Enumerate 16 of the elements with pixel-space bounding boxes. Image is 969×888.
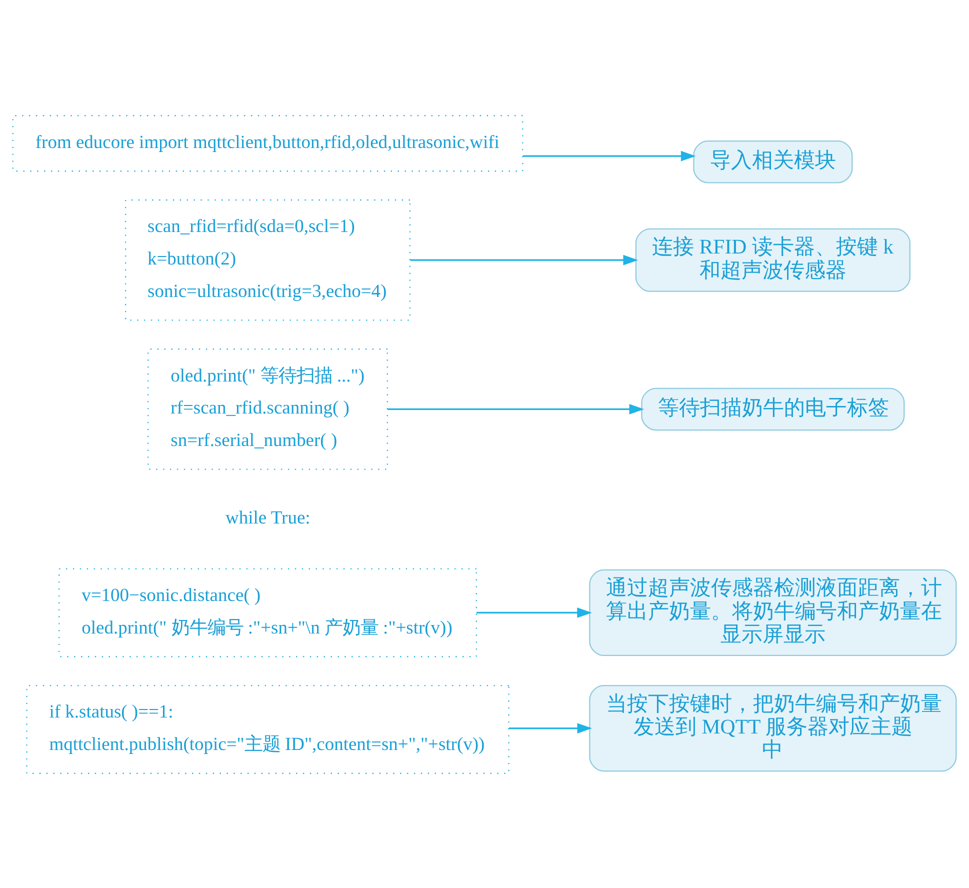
node-box: v=100−sonic.distance( ) oled.print(" 奶牛编号 :"+sn+"\n 产奶量 :"+str(v)) xyxy=(58,568,477,657)
node-box: from educore import mqttclient,button,rfid,oled,ultrasonic,wifi xyxy=(12,114,524,172)
node-box: 连接 RFID 读卡器、按键 k和超声波传感器 xyxy=(635,228,910,292)
arrow xyxy=(508,722,592,733)
node-box: 当按下按键时，把奶牛编号和产奶量发送到 MQTT 服务器对应主题中 xyxy=(589,684,957,772)
node-box: if k.status( )==1: mqttclient.publish(topic="主题 ID",content=sn+","+str(v)) xyxy=(26,684,510,774)
label: while True: xyxy=(226,506,310,527)
node-box: oled.print(" 等待扫描 ...") rf=scan_rfid.scanning( ) sn=rf.serial_number( ) xyxy=(148,348,388,470)
node-box: 通过超声波传感器检测液面距离，计算出产奶量。将奶牛编号和产奶量在显示屏显示 xyxy=(589,568,957,656)
arrow xyxy=(476,607,592,618)
node-box: 等待扫描奶牛的电子标签 xyxy=(641,387,905,430)
arrow xyxy=(387,404,644,414)
node-box: 导入相关模块 xyxy=(693,140,853,183)
arrow xyxy=(410,254,638,265)
node-box: scan_rfid=rfid(sda=0,scl=1) k=button(2) sonic=ultrasonic(trig=3,echo=4) xyxy=(125,198,411,320)
arrow xyxy=(522,150,696,161)
